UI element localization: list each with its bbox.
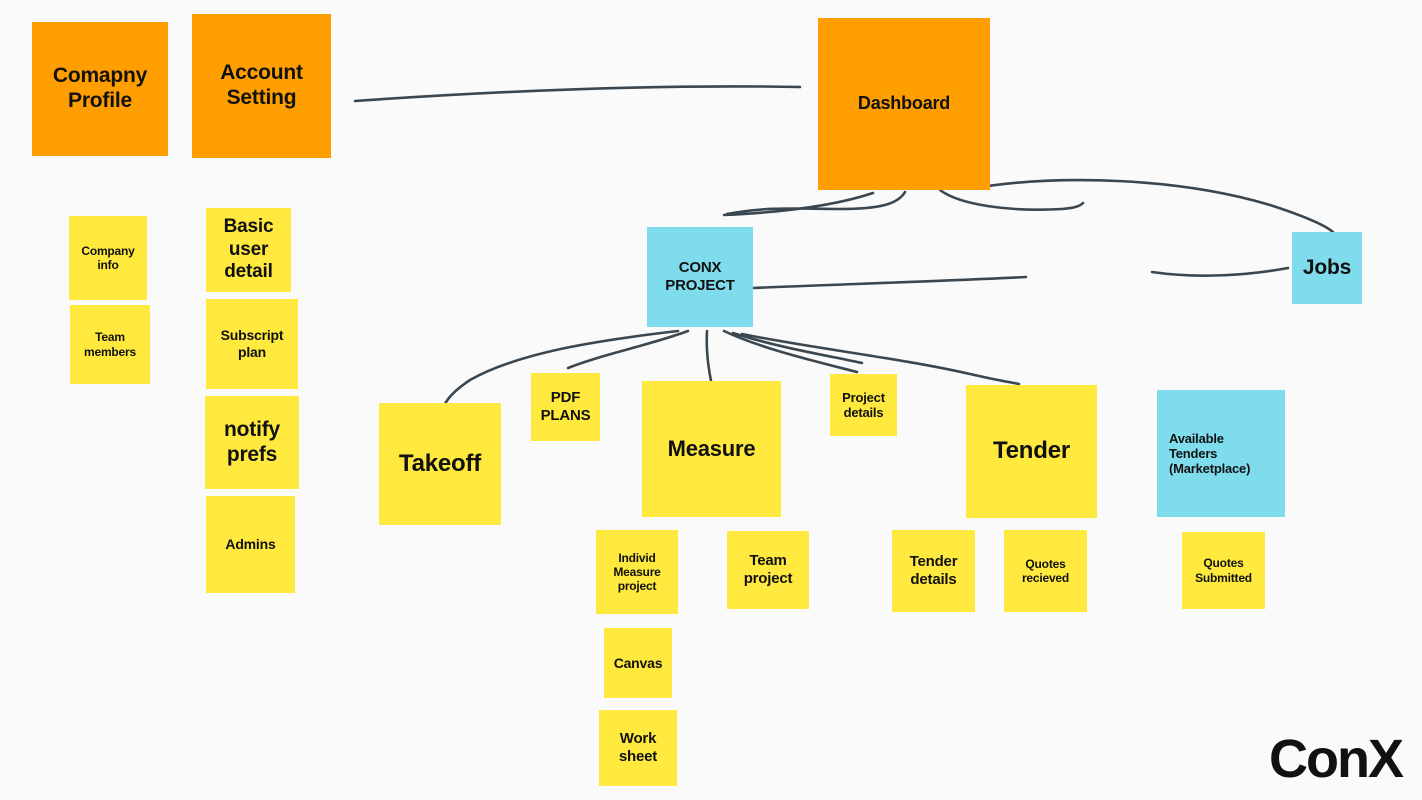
conx-project-to-jobs-link (1150, 266, 1290, 277)
node-work-sheet[interactable]: Work sheet (599, 710, 677, 786)
conx-to-measure (705, 329, 713, 383)
conx-logo: ConX (1269, 729, 1404, 789)
conx-project-right-stem (751, 275, 1028, 290)
conx-to-project-details-alt (731, 331, 864, 365)
node-dashboard[interactable]: Dashboard (818, 18, 990, 190)
node-company-info[interactable]: Company info (69, 216, 147, 300)
node-team-members[interactable]: Team members (70, 305, 150, 384)
node-project-details[interactable]: Project details (830, 374, 897, 436)
node-subscript-plan[interactable]: Subscript plan (206, 299, 298, 389)
dashboard-to-conx-project (722, 191, 875, 217)
dashboard-branch-mid (938, 188, 1085, 211)
node-measure[interactable]: Measure (642, 381, 781, 517)
node-account-setting[interactable]: Account Setting (192, 14, 331, 158)
dashboard-to-conx-project-alt (725, 190, 907, 216)
node-admins[interactable]: Admins (206, 496, 295, 593)
node-individ-measure-project[interactable]: Individ Measure project (596, 530, 678, 614)
node-available-tenders[interactable]: Available Tenders (Marketplace) (1157, 390, 1285, 517)
conx-to-project-details (722, 329, 859, 374)
node-team-project[interactable]: Team project (727, 531, 809, 609)
node-basic-user-detail[interactable]: Basic user detail (206, 208, 291, 292)
account-setting-to-dashboard (353, 85, 802, 103)
node-notify-prefs[interactable]: notify prefs (205, 396, 299, 489)
node-quotes-submitted[interactable]: Quotes Submitted (1182, 532, 1265, 609)
node-conx-project[interactable]: CONX PROJECT (647, 227, 753, 327)
node-pdf-plans[interactable]: PDF PLANS (531, 373, 600, 441)
node-company-profile[interactable]: Comapny Profile (32, 22, 168, 156)
node-tender-details[interactable]: Tender details (892, 530, 975, 612)
node-canvas[interactable]: Canvas (604, 628, 672, 698)
node-jobs[interactable]: Jobs (1292, 232, 1362, 304)
node-tender[interactable]: Tender (966, 385, 1097, 518)
dashboard-to-jobs (973, 178, 1336, 235)
node-quotes-recieved[interactable]: Quotes recieved (1004, 530, 1087, 612)
node-takeoff[interactable]: Takeoff (379, 403, 501, 525)
conx-to-pdf-plans (566, 329, 690, 370)
